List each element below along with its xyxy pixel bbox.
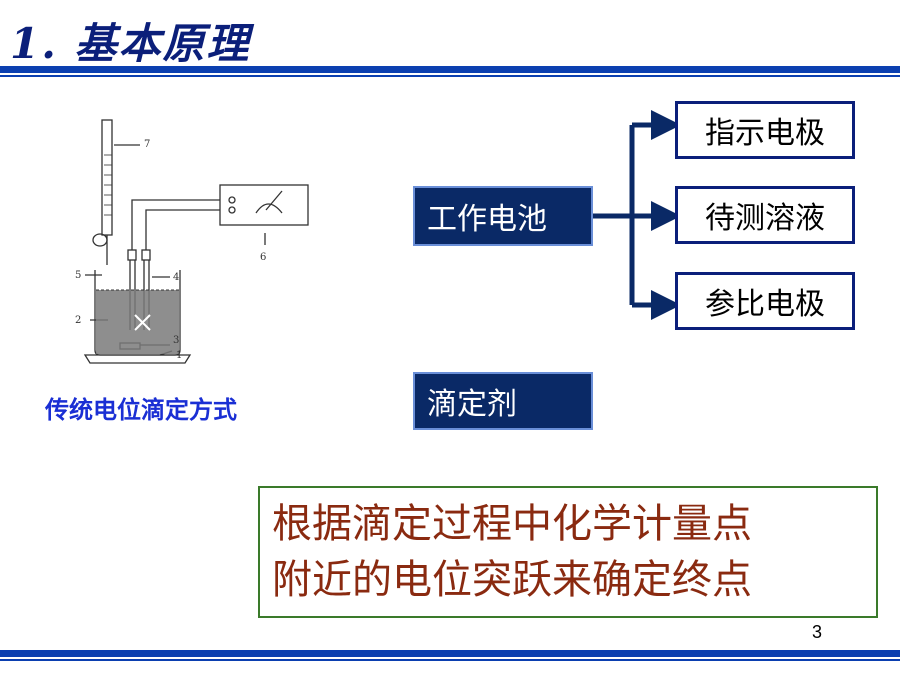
reference-electrode-box: 参比电极	[675, 272, 855, 330]
page-number: 3	[812, 622, 823, 642]
titration-apparatus-diagram: 7 6 5 4 2 3 1	[75, 119, 309, 364]
statement-line-1: 根据滴定过程中化学计量点	[272, 501, 752, 547]
stopcock-icon	[92, 233, 108, 247]
test-solution-box: 待测溶液	[675, 186, 855, 244]
branch-arrows	[593, 110, 681, 320]
potentiometer	[219, 184, 309, 226]
work-cell-box: 工作电池	[413, 186, 593, 246]
diagram-caption: 传统电位滴定方式	[45, 396, 237, 424]
label-7: 7	[144, 139, 150, 150]
label-1: 1	[176, 350, 182, 361]
statement-line-2: 附近的电位突跃来确定终点	[272, 557, 752, 603]
burette	[101, 119, 113, 236]
label-2: 2	[75, 315, 81, 326]
titrant-box: 滴定剂	[413, 372, 593, 430]
bottom-rule	[0, 650, 900, 657]
label-4: 4	[173, 272, 179, 283]
slide-title: 1. 基本原理	[10, 19, 251, 68]
bottom-rule-thin	[0, 659, 900, 661]
top-rule-thin	[0, 75, 900, 77]
label-3: 3	[173, 335, 179, 346]
label-6: 6	[260, 252, 266, 263]
label-5: 5	[75, 270, 81, 281]
principle-statement: 根据滴定过程中化学计量点 附近的电位突跃来确定终点	[258, 486, 878, 618]
indicator-electrode-box: 指示电极	[675, 101, 855, 159]
top-rule	[0, 66, 900, 73]
